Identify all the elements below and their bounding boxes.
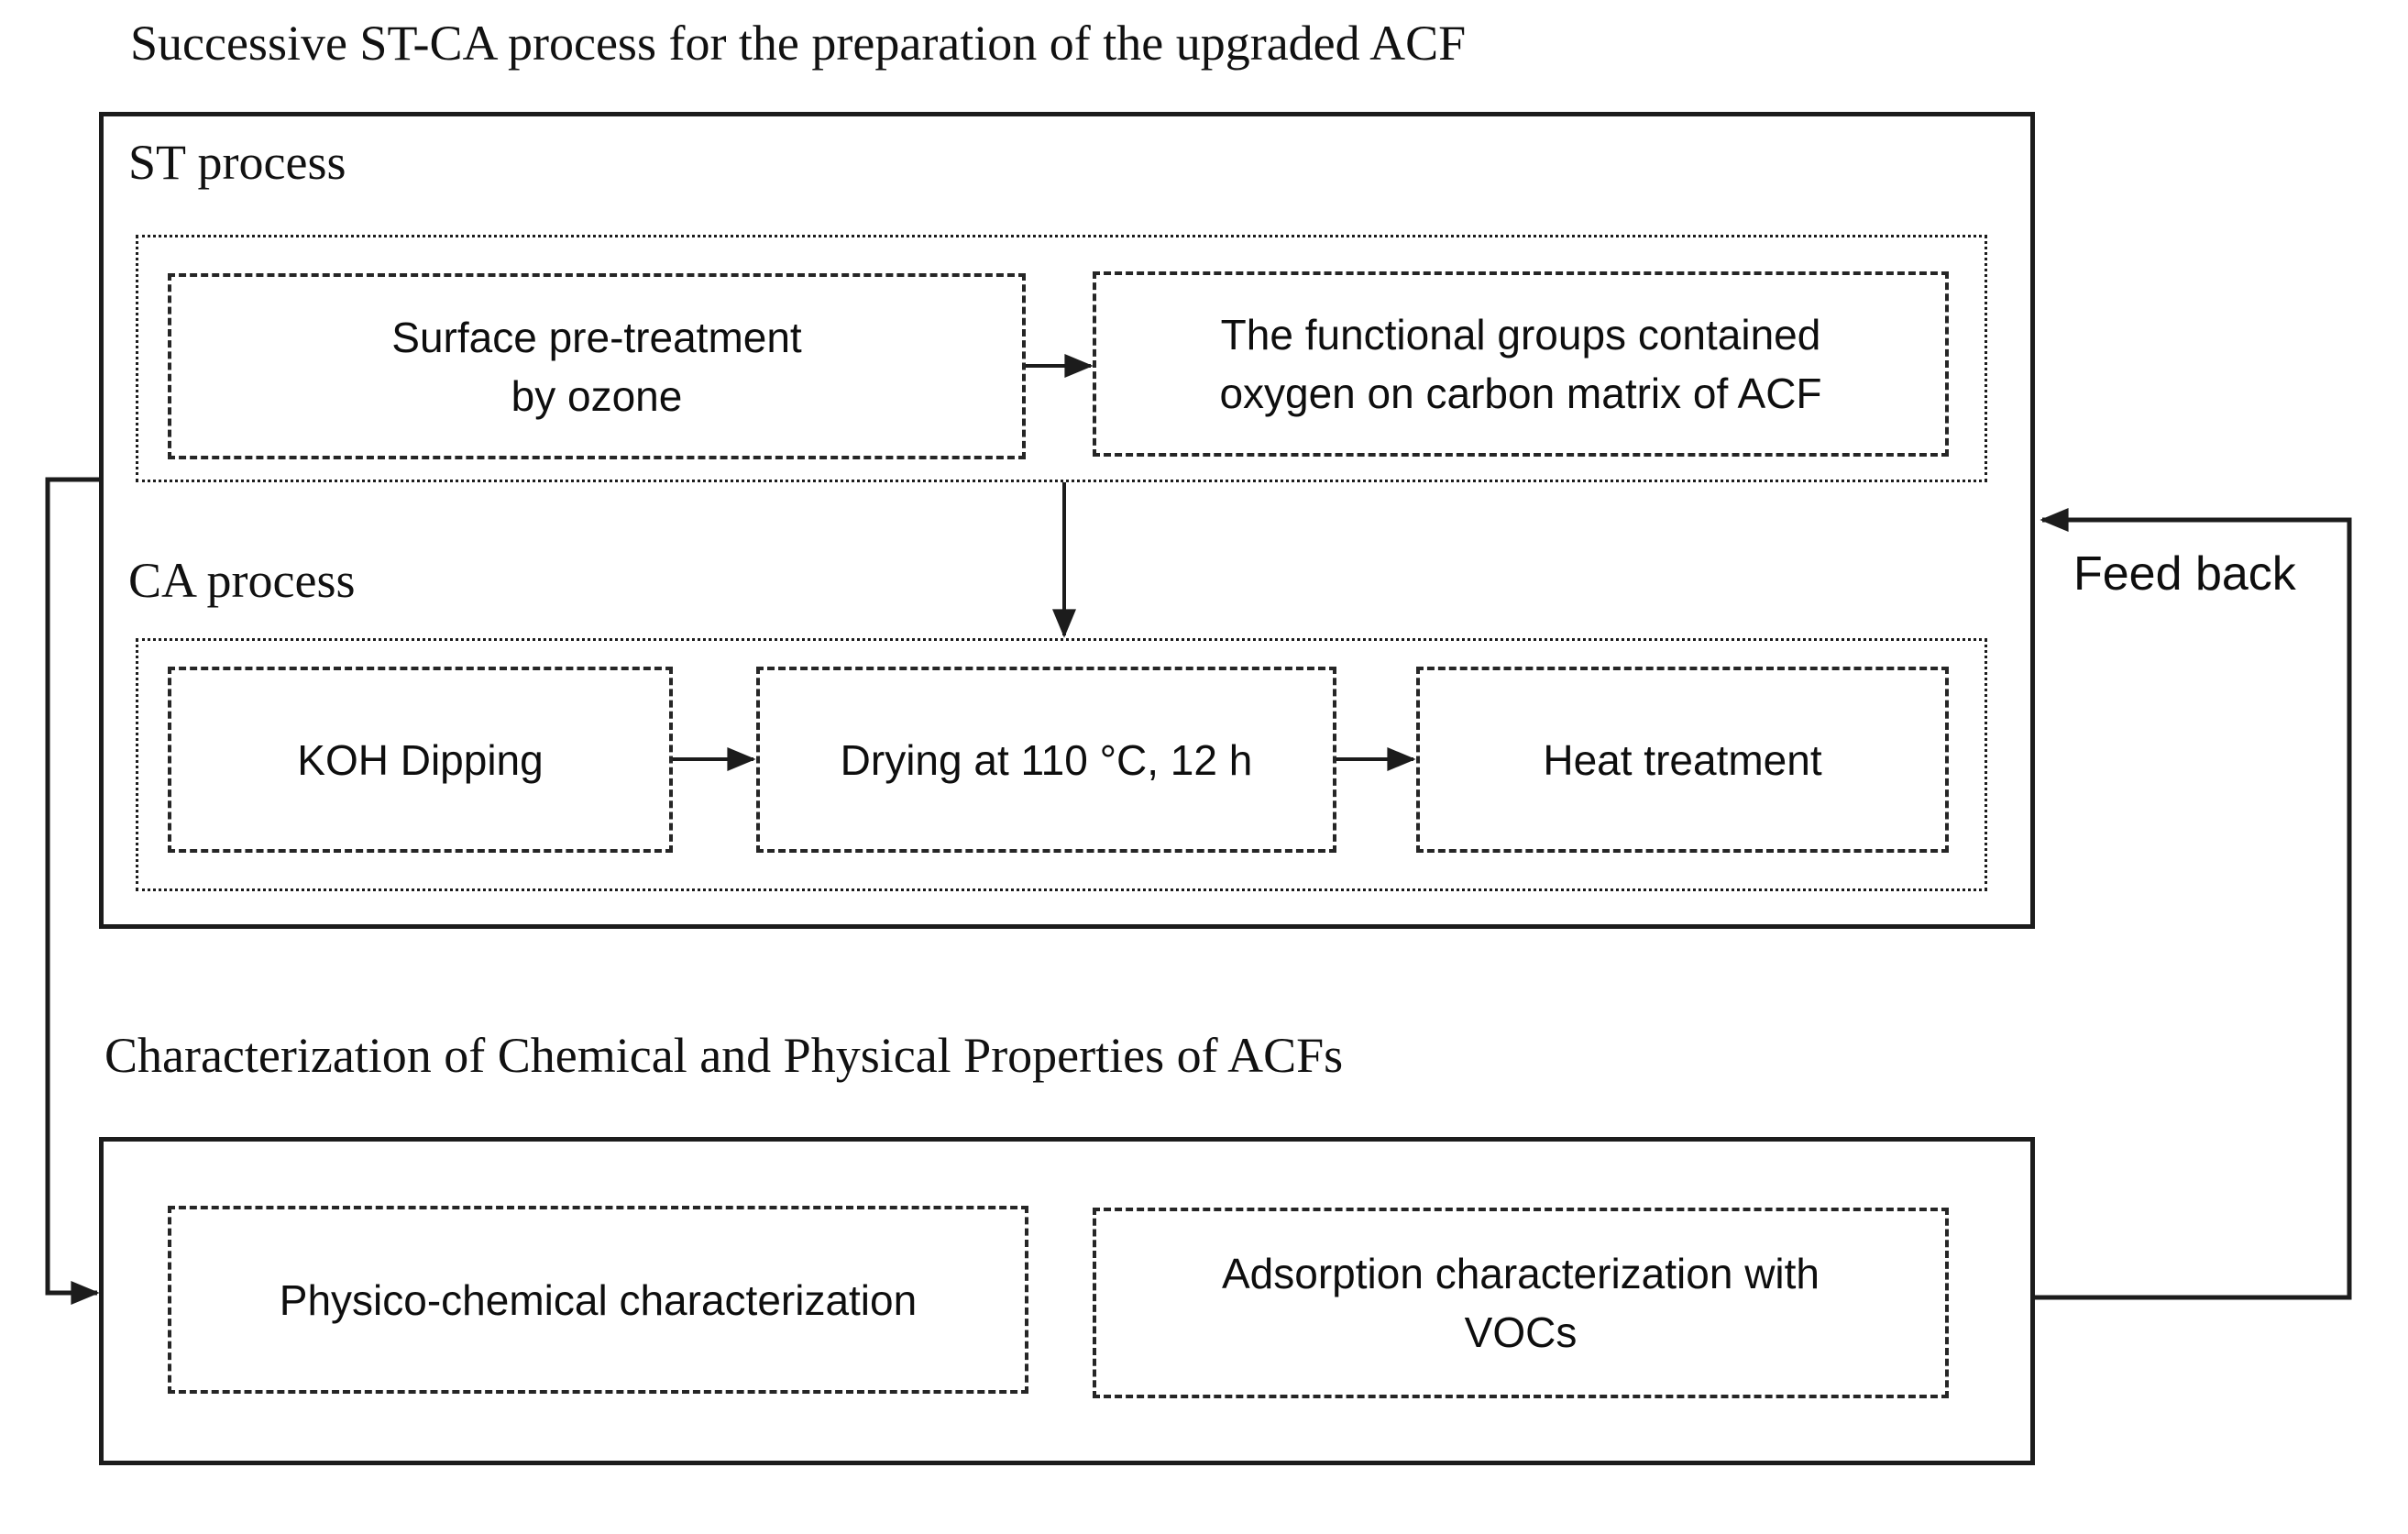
ca-process-container: KOH Dipping Drying at 110 °C, 12 h Heat … — [136, 638, 1987, 891]
drying-box: Drying at 110 °C, 12 h — [756, 667, 1336, 853]
connector-process-to-characterization-icon — [45, 477, 101, 1305]
functional-groups-box: The functional groups contained oxygen o… — [1093, 271, 1949, 457]
adsorption-line2: VOCs — [1464, 1308, 1578, 1356]
physico-chemical-box: Physico-chemical characterization — [168, 1206, 1028, 1394]
koh-dipping-label: KOH Dipping — [297, 735, 544, 784]
characterization-box: Physico-chemical characterization Adsorp… — [99, 1137, 2035, 1465]
surface-pretreatment-line1: Surface pre-treatment — [391, 313, 802, 361]
diagram-title: Successive ST-CA process for the prepara… — [130, 16, 1467, 71]
connector-feedback-loop-icon — [2032, 508, 2352, 1300]
characterization-heading: Characterization of Chemical and Physica… — [104, 1028, 1344, 1083]
drying-label: Drying at 110 °C, 12 h — [840, 735, 1253, 784]
st-process-container: Surface pre-treatment by ozone The funct… — [136, 235, 1987, 482]
adsorption-line1: Adsorption characterization with — [1222, 1250, 1820, 1297]
adsorption-box: Adsorption characterization with VOCs — [1093, 1208, 1949, 1398]
functional-groups-line1: The functional groups contained — [1220, 311, 1821, 359]
st-process-label: ST process — [128, 135, 346, 190]
st-ca-process-box: ST process Surface pre-treatment by ozon… — [99, 112, 2035, 929]
ca-process-label: CA process — [128, 553, 356, 608]
surface-pretreatment-box: Surface pre-treatment by ozone — [168, 273, 1026, 459]
koh-dipping-box: KOH Dipping — [168, 667, 673, 853]
functional-groups-line2: oxygen on carbon matrix of ACF — [1219, 370, 1822, 417]
physico-chemical-label: Physico-chemical characterization — [279, 1275, 918, 1324]
surface-pretreatment-line2: by ozone — [511, 371, 683, 420]
heat-treatment-label: Heat treatment — [1543, 735, 1822, 784]
feedback-label: Feed back — [2073, 547, 2296, 601]
heat-treatment-box: Heat treatment — [1416, 667, 1949, 853]
